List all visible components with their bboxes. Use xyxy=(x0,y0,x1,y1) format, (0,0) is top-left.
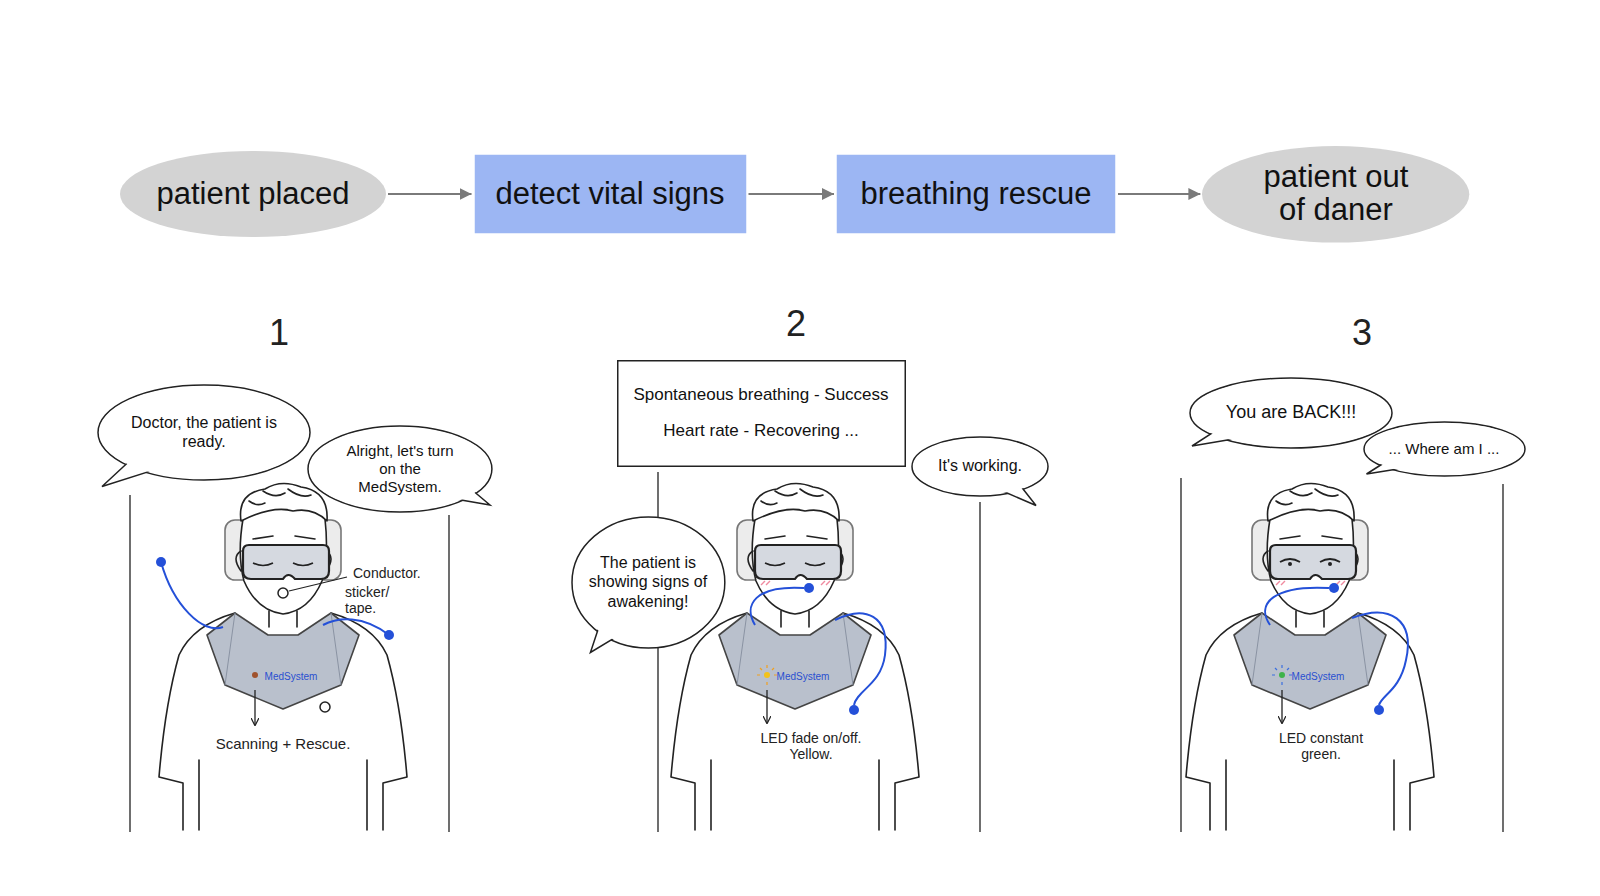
bubble-fill xyxy=(573,518,723,646)
panel-number: 2 xyxy=(786,303,806,344)
node-text: patient out of daner xyxy=(1253,161,1418,226)
process-box: detect vital signs xyxy=(474,154,747,234)
box-shape xyxy=(837,155,1116,234)
node-outline xyxy=(617,360,906,467)
wire xyxy=(835,613,886,705)
box-shape xyxy=(474,155,746,234)
led-glow xyxy=(757,665,777,685)
wire xyxy=(323,619,389,635)
panel-number: 1 xyxy=(269,312,289,353)
wire xyxy=(1352,613,1408,705)
speech-bubble: The patient is showing signs of awakenin… xyxy=(571,516,726,649)
panel-border xyxy=(1181,478,1503,832)
node-text: You are BACK!!! xyxy=(1226,402,1356,424)
flow-arrow xyxy=(1118,193,1200,195)
node-text: breathing rescue xyxy=(861,178,1092,211)
blush xyxy=(761,581,830,585)
led-glow xyxy=(1272,665,1292,685)
device-logo: MedSystem xyxy=(1292,671,1345,683)
panel-number: 3 xyxy=(1352,312,1372,353)
panel-borders xyxy=(130,472,1503,832)
speech-bubble: ... Where am I ... xyxy=(1363,421,1526,477)
device-logo: MedSystem xyxy=(777,671,830,683)
note: LED fade on/off. Yellow. xyxy=(751,730,871,762)
terminal-ellipse: patient out of daner xyxy=(1202,146,1469,243)
note: LED constant green. xyxy=(1266,730,1376,762)
part-label: sticker/ tape. xyxy=(345,584,405,616)
node-text: Spontaneous breathing - Success xyxy=(633,384,888,406)
node-text: The patient is showing signs of awakenin… xyxy=(588,553,708,611)
patient-figure xyxy=(1186,483,1434,830)
led xyxy=(764,672,770,678)
electrode xyxy=(384,630,394,640)
node-text: detect vital signs xyxy=(495,178,724,211)
node-text: ... Where am I ... xyxy=(1389,440,1500,458)
node-outline xyxy=(97,384,311,481)
bubble-fill xyxy=(1191,379,1390,446)
led xyxy=(1279,672,1285,678)
figure-body xyxy=(159,483,407,830)
bubble-shape xyxy=(572,517,725,648)
node-text: It's working. xyxy=(938,456,1022,475)
note: Scanning + Rescue. xyxy=(216,735,351,752)
ellipse-shape xyxy=(120,151,386,237)
speech-bubble: You are BACK!!! xyxy=(1189,377,1393,449)
led xyxy=(252,672,258,678)
flow-arrow xyxy=(749,193,835,195)
box-shape xyxy=(617,360,905,466)
figure-body xyxy=(1186,483,1434,830)
electrode xyxy=(804,583,814,593)
panel-border xyxy=(658,472,980,832)
speech-bubble: Doctor, the patient is ready. xyxy=(97,384,311,481)
pointer-arrow xyxy=(254,690,255,725)
wire xyxy=(1265,588,1329,625)
electrode xyxy=(1374,705,1384,715)
node-text: Alright, let's turn on the MedSystem. xyxy=(340,442,460,496)
closed-eyes xyxy=(765,563,825,566)
conductor-spot xyxy=(320,702,330,712)
bubble-fill xyxy=(99,386,308,478)
pupil xyxy=(1328,562,1332,566)
device-logo: MedSystem xyxy=(265,671,318,683)
bubble-fill xyxy=(309,427,490,510)
part-label: Conductor. xyxy=(353,565,421,581)
node-text: Heart rate - Recovering ... xyxy=(663,420,859,442)
electrode xyxy=(849,705,859,715)
closed-eyes xyxy=(253,563,313,566)
speech-bubble: Alright, let's turn on the MedSystem. xyxy=(307,425,493,513)
leader-line xyxy=(289,577,347,591)
speech-bubble: It's working. xyxy=(911,436,1049,497)
electrode xyxy=(1329,583,1339,593)
pupil xyxy=(1288,562,1292,566)
bubble-shape xyxy=(308,426,492,512)
flow-arrow xyxy=(388,193,472,195)
node-text: patient placed xyxy=(156,178,349,211)
process-box: breathing rescue xyxy=(836,154,1116,234)
bubble-shape xyxy=(912,437,1048,496)
wire xyxy=(751,588,804,625)
node-text: Doctor, the patient is ready. xyxy=(129,413,279,451)
bubble-shape xyxy=(1364,422,1525,476)
ellipse-shape xyxy=(1202,146,1469,243)
figure-body xyxy=(671,483,919,830)
pointer-arrow xyxy=(1281,690,1282,723)
pointer-arrow xyxy=(766,690,767,723)
open-eyes xyxy=(1280,559,1340,562)
electrode xyxy=(156,557,166,567)
status-box: Spontaneous breathing - SuccessHeart rat… xyxy=(617,360,906,467)
bubble-fill xyxy=(913,438,1046,494)
bubble-fill xyxy=(1365,423,1523,474)
patient-figure xyxy=(156,483,407,830)
patient-figure xyxy=(671,483,919,830)
wire xyxy=(161,562,223,628)
terminal-ellipse: patient placed xyxy=(120,151,386,237)
conductor-spot xyxy=(278,588,288,598)
bubble-shape xyxy=(1190,378,1392,448)
